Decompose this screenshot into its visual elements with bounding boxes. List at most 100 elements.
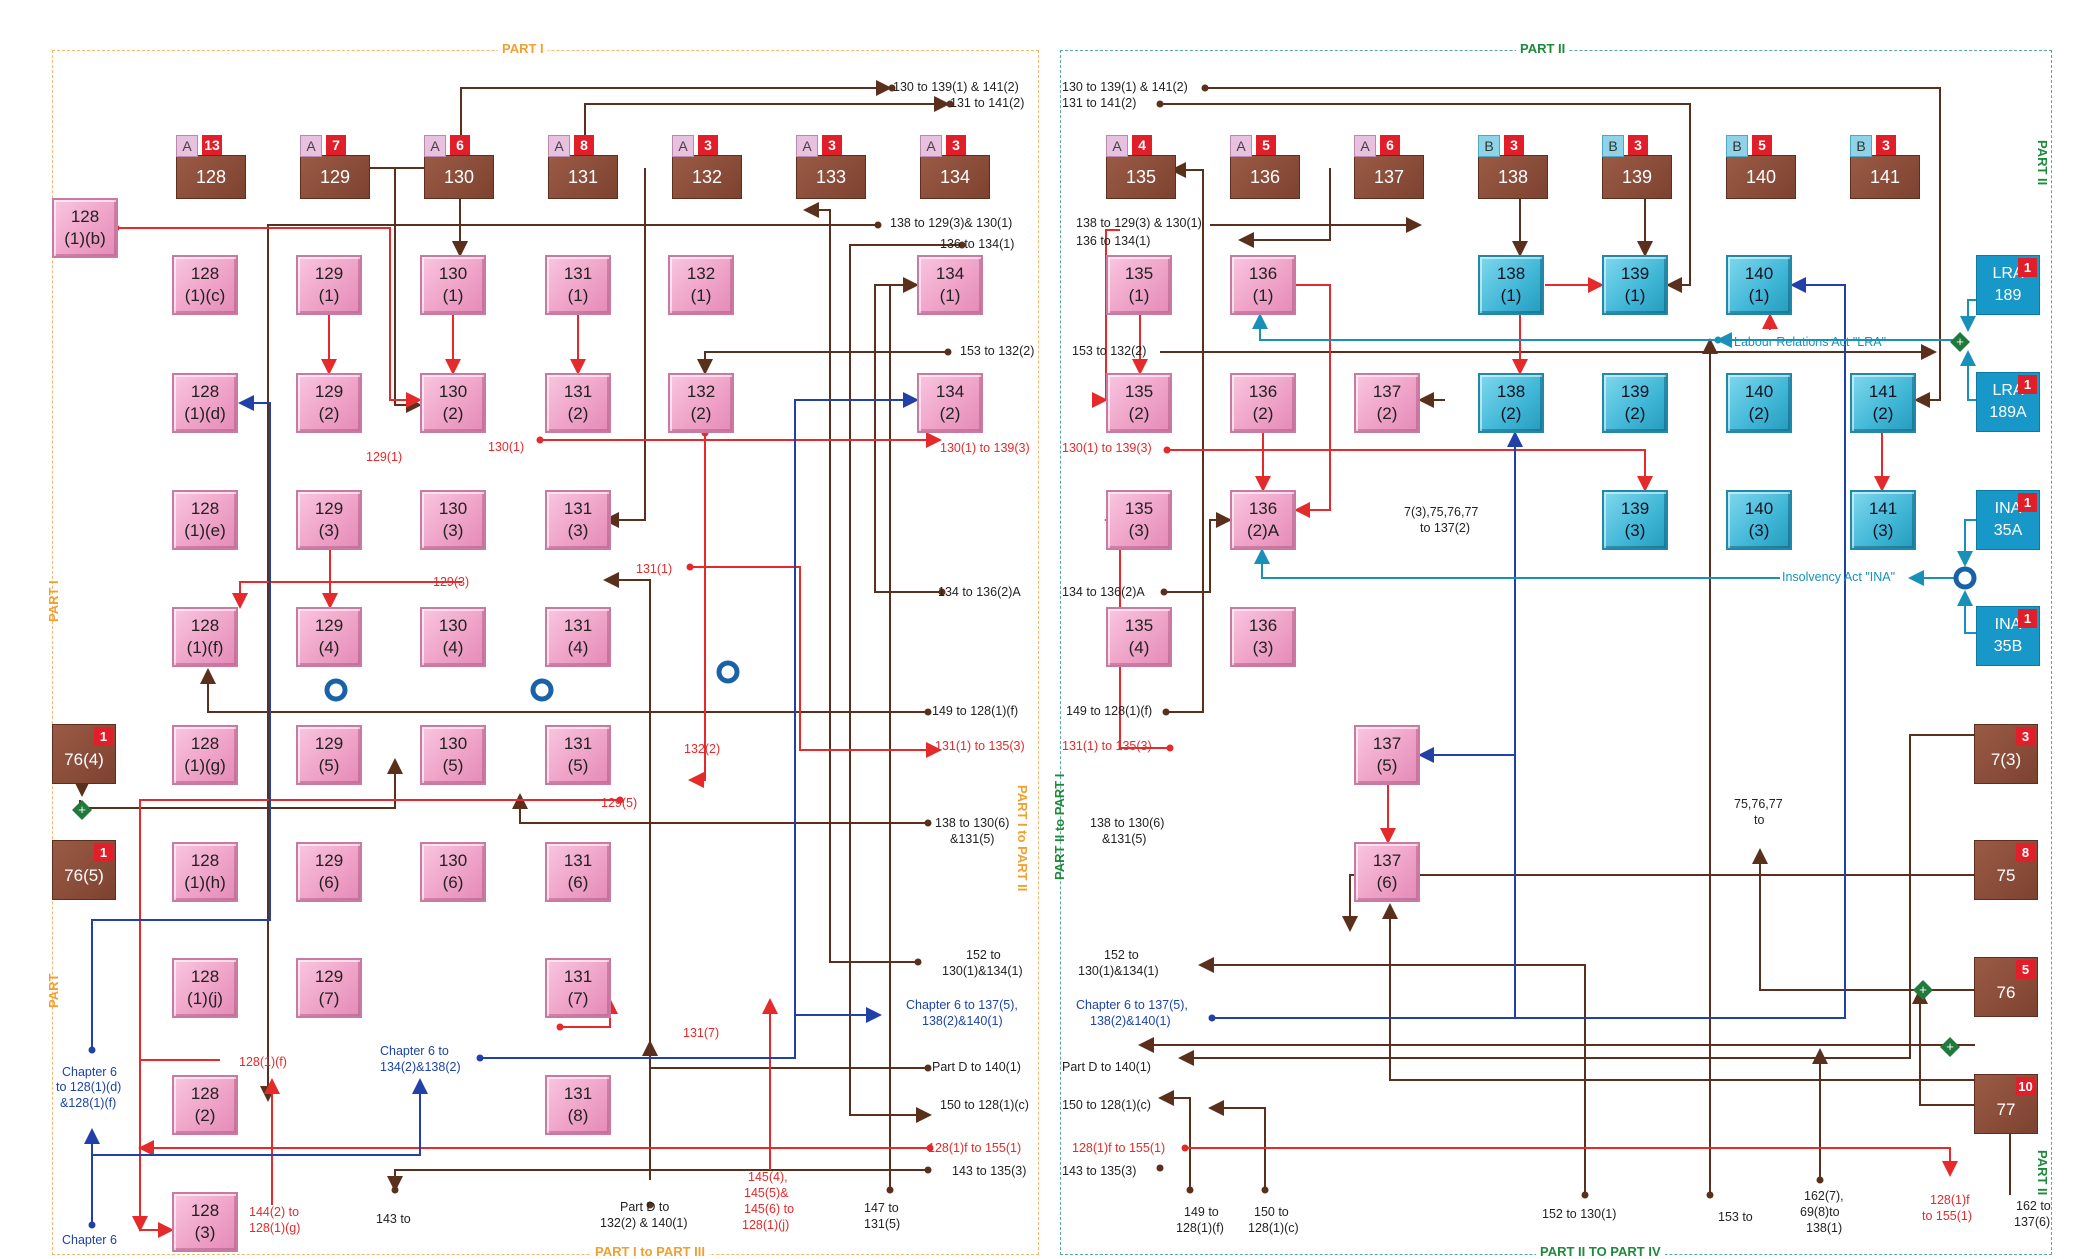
node-131-6[interactable]: 131(6) [545,842,611,902]
node-129-2[interactable]: 129(2) [296,373,362,433]
node-section: 128 [190,1201,220,1220]
node-136-2[interactable]: 136(2) [1230,373,1296,433]
node-128-3[interactable]: 128(3) [172,1192,238,1252]
node-131-7[interactable]: 131(7) [545,958,611,1018]
node-129-7[interactable]: 129(7) [296,958,362,1018]
node-128-1g[interactable]: 128(1)(g) [172,725,238,785]
category-tag: A [1106,135,1128,157]
link-138-to-130-6 [512,793,930,824]
section-box[interactable]: 132 [672,155,742,199]
node-130-6[interactable]: 130(6) [420,842,486,902]
cross-reference-note: 130 to 139(1) & 141(2) [1062,80,1188,94]
node-130-1[interactable]: 130(1) [420,255,486,315]
node-134-2[interactable]: 134(2) [917,373,983,433]
link-chapter6-to-128 [91,395,271,1050]
node-132-2[interactable]: 132(2) [668,373,734,433]
node-137-6[interactable]: 137(6) [1354,842,1420,902]
node-131-8[interactable]: 131(8) [545,1075,611,1135]
link-128-1f-to-155-right [1185,1147,1958,1177]
node-section: 129 [314,499,344,518]
node-135-4[interactable]: 135(4) [1106,607,1172,667]
node-138-2[interactable]: 138(2) [1478,373,1544,433]
node-134-1[interactable]: 134(1) [917,255,983,315]
node-128-1e[interactable]: 128(1)(e) [172,490,238,550]
connector-origin-dot [556,1023,564,1031]
and-junction-icon [1953,566,1977,590]
section-box[interactable]: 137 [1354,155,1424,199]
node-131-1[interactable]: 131(1) [545,255,611,315]
node-130-5[interactable]: 130(5) [420,725,486,785]
section-box[interactable]: 131 [548,155,618,199]
section-number: 141 [1869,167,1901,187]
external-ref-764[interactable]: 76(4)1 [52,724,116,784]
node-131-3[interactable]: 131(3) [545,490,611,550]
node-131-5[interactable]: 131(5) [545,725,611,785]
node-139-1[interactable]: 139(1) [1602,255,1668,315]
cross-reference-note: 149 to [1184,1205,1219,1219]
section-box[interactable]: 129 [300,155,370,199]
link-149-right [1166,162,1204,713]
external-ref-73[interactable]: 7(3)3 [1974,724,2038,784]
section-box[interactable]: 141 [1850,155,1920,199]
section-box[interactable]: 140 [1726,155,1796,199]
cross-reference-note: 130(1) [488,440,525,454]
section-box[interactable]: 130 [424,155,494,199]
node-128-1f[interactable]: 128(1)(f) [172,607,238,667]
node-141-2[interactable]: 141(2) [1850,373,1916,433]
section-box[interactable]: 128 [176,155,246,199]
node-131-2[interactable]: 131(2) [545,373,611,433]
section-box[interactable]: 135 [1106,155,1176,199]
section-box[interactable]: 136 [1230,155,1300,199]
node-140-2[interactable]: 140(2) [1726,373,1792,433]
node-129-6[interactable]: 129(6) [296,842,362,902]
node-129-3[interactable]: 129(3) [296,490,362,550]
node-128-1j[interactable]: 128(1)(j) [172,958,238,1018]
node-140-1[interactable]: 140(1) [1726,255,1792,315]
node-136-3[interactable]: 136(3) [1230,607,1296,667]
node-128-1h[interactable]: 128(1)(h) [172,842,238,902]
node-129-4[interactable]: 129(4) [296,607,362,667]
section-box[interactable]: 133 [796,155,866,199]
node-130-4[interactable]: 130(4) [420,607,486,667]
node-128-1c[interactable]: 128(1)(c) [172,255,238,315]
node-135-1[interactable]: 135(1) [1106,255,1172,315]
node-141-3[interactable]: 141(3) [1850,490,1916,550]
section-box[interactable]: 139 [1602,155,1672,199]
node-subsection: (1) [567,286,589,305]
connector-origin-dot [1208,1014,1216,1022]
node-137-5[interactable]: 137(5) [1354,725,1420,785]
node-135-2[interactable]: 135(2) [1106,373,1172,433]
node-138-1[interactable]: 138(1) [1478,255,1544,315]
node-subsection: (3) [1128,521,1150,540]
node-130-2[interactable]: 130(2) [420,373,486,433]
node-128-1d[interactable]: 128(1)(d) [172,373,238,433]
node-135-3[interactable]: 135(3) [1106,490,1172,550]
section-box[interactable]: 134 [920,155,990,199]
node-140-3[interactable]: 140(3) [1726,490,1792,550]
node-130-3[interactable]: 130(3) [420,490,486,550]
node-129-5[interactable]: 129(5) [296,725,362,785]
cross-reference-note: 145(5)& [744,1186,789,1200]
node-132-1[interactable]: 132(1) [668,255,734,315]
node-137-2[interactable]: 137(2) [1354,373,1420,433]
node-139-2[interactable]: 139(2) [1602,373,1668,433]
node-129-1[interactable]: 129(1) [296,255,362,315]
external-ref-765[interactable]: 76(5)1 [52,840,116,900]
node-131-4[interactable]: 131(4) [545,607,611,667]
section-box[interactable]: 138 [1478,155,1548,199]
part-two-to-four-title: PART II TO PART IV [1536,1244,1665,1259]
node-139-3[interactable]: 139(3) [1602,490,1668,550]
node-136-2A[interactable]: 136(2)A [1230,490,1296,550]
node-136-1[interactable]: 136(1) [1230,255,1296,315]
node-128-2[interactable]: 128(2) [172,1075,238,1135]
node-section: 128 [190,967,220,986]
node-section: 136 [1248,616,1278,635]
node-128-1b[interactable]: 128(1)(b) [52,198,118,258]
